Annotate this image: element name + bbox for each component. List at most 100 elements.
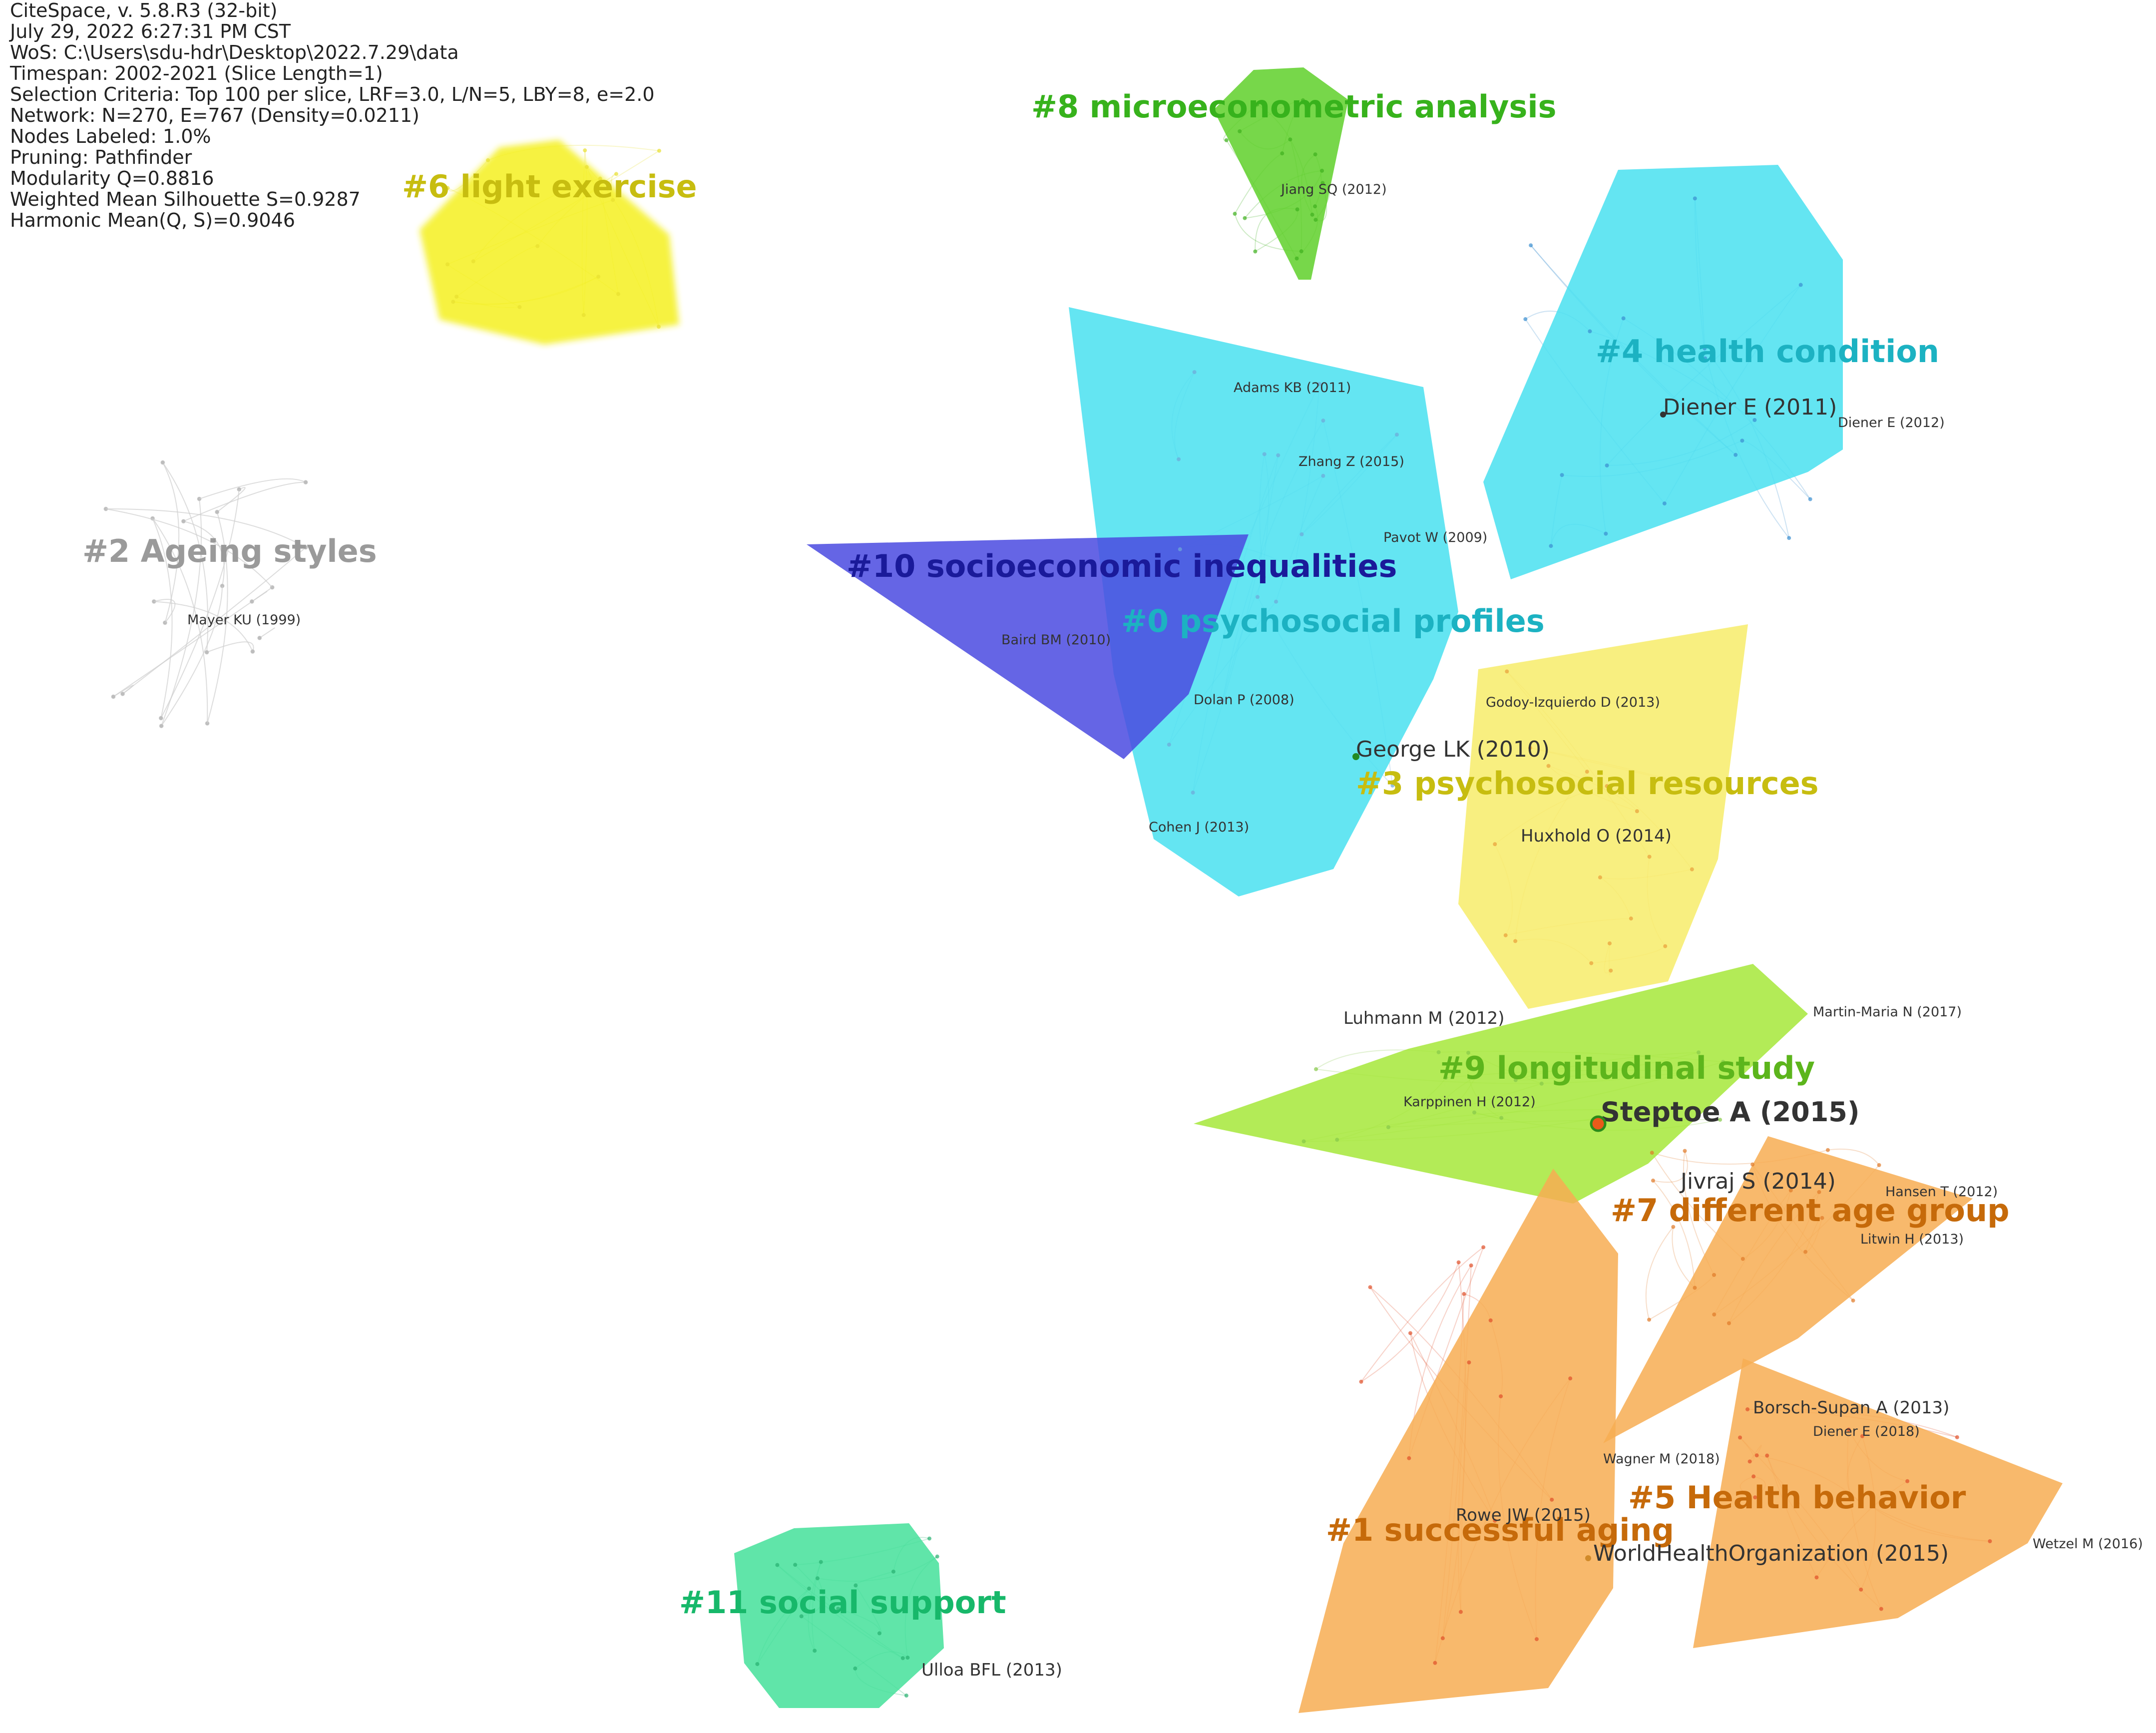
node-label: WorldHealthOrganization (2015)	[1593, 1541, 1949, 1566]
network-node	[1585, 770, 1589, 774]
network-node	[1513, 1078, 1518, 1082]
node-label: Jiang SQ (2012)	[1280, 182, 1387, 197]
network-node	[1549, 544, 1553, 548]
info-line: Weighted Mean Silhouette S=0.9287	[10, 188, 361, 210]
network-node	[614, 172, 618, 176]
network-node	[249, 599, 254, 604]
network-node	[1462, 1292, 1466, 1296]
cluster-label-1: #1 successful aging	[1326, 1512, 1674, 1548]
network-link	[162, 462, 209, 653]
network-node	[1568, 1376, 1573, 1381]
network-node	[1473, 1074, 1478, 1079]
network-node	[1505, 669, 1509, 674]
network-node	[807, 1586, 811, 1591]
network-node	[111, 694, 116, 699]
network-node	[1320, 181, 1325, 185]
node-label: Zhang Z (2015)	[1298, 454, 1404, 469]
network-node	[1745, 1407, 1750, 1411]
node-label: Baird BM (2010)	[1001, 632, 1111, 648]
network-node	[1503, 933, 1508, 937]
network-link	[199, 478, 306, 499]
network-node	[904, 1694, 908, 1698]
network-node	[905, 1656, 910, 1660]
network-node	[1808, 497, 1812, 501]
network-node	[454, 294, 459, 299]
network-link	[207, 511, 228, 724]
network-node	[1513, 939, 1518, 943]
network-node	[1299, 249, 1303, 254]
node-label: Wetzel M (2016)	[2033, 1536, 2143, 1552]
network-node	[257, 635, 262, 640]
network-link	[1653, 1180, 1696, 1288]
network-node	[1671, 1225, 1676, 1229]
network-node	[1650, 1151, 1654, 1155]
network-node	[1860, 1434, 1864, 1438]
network-node	[1255, 102, 1260, 107]
network-link	[152, 518, 208, 724]
node-label: Huxhold O (2014)	[1521, 826, 1672, 846]
network-node	[583, 148, 587, 153]
network-node	[1321, 419, 1325, 423]
network-node	[1726, 1321, 1731, 1325]
network-link	[161, 498, 202, 726]
info-line: CiteSpace, v. 5.8.R3 (32-bit)	[10, 0, 278, 21]
network-node	[535, 244, 540, 248]
network-node	[1467, 1360, 1471, 1365]
network-node	[1879, 1607, 1883, 1611]
network-node	[159, 724, 164, 729]
network-node	[250, 649, 255, 654]
network-node	[1390, 783, 1395, 788]
network-node	[1313, 152, 1317, 157]
node-label: George LK (2010)	[1356, 737, 1550, 762]
network-link	[161, 586, 223, 727]
network-node	[181, 519, 186, 524]
network-node	[1817, 1190, 1821, 1194]
network-node	[927, 1536, 931, 1541]
cluster-hull-10	[807, 534, 1249, 759]
network-node	[1905, 1479, 1910, 1483]
network-node	[1262, 452, 1267, 456]
network-node	[853, 1666, 858, 1671]
cluster-label-6: #6 light exercise	[402, 168, 697, 205]
cluster-label-2: #2 Ageing styles	[82, 533, 377, 569]
network-node	[1693, 196, 1697, 201]
network-node	[1851, 1299, 1855, 1303]
network-node	[1663, 944, 1668, 948]
node-label: Borsch-Supan A (2013)	[1753, 1398, 1949, 1418]
network-node	[1534, 1637, 1539, 1642]
network-link	[206, 641, 254, 653]
network-node	[303, 480, 308, 485]
network-node	[1814, 1575, 1819, 1580]
node-label: Dolan P (2008)	[1194, 692, 1294, 708]
node-labels-medium: Huxhold O (2014) Luhmann M (2012) Borsch…	[921, 826, 1949, 1680]
cluster-label-3: #3 psychosocial resources	[1356, 765, 1819, 802]
network-node	[1546, 764, 1551, 768]
network-node	[1798, 283, 1803, 287]
network-node	[775, 1563, 780, 1567]
network-node	[1690, 867, 1694, 871]
network-node	[1588, 329, 1592, 334]
node-label: Karppinen H (2012)	[1403, 1094, 1536, 1110]
network-node	[471, 259, 475, 264]
network-node	[1693, 1286, 1697, 1290]
node-label: Litwin H (2013)	[1860, 1232, 1964, 1247]
network-node	[1469, 1263, 1473, 1268]
node-george	[1352, 753, 1359, 760]
network-node	[1178, 547, 1182, 551]
node-label: Adams KB (2011)	[1234, 380, 1351, 396]
network-node	[1955, 1435, 1959, 1439]
network-node	[1635, 809, 1639, 814]
network-node	[1256, 595, 1260, 599]
network-node	[1589, 961, 1594, 965]
network-node	[1703, 356, 1708, 361]
node-labels-large: Diener E (2011) George LK (2010) Jivraj …	[1356, 395, 1949, 1566]
cluster-hull-4	[1483, 165, 1843, 579]
network-node	[1752, 418, 1757, 423]
network-node	[755, 1662, 760, 1666]
network-node	[1321, 473, 1325, 478]
network-node	[1394, 433, 1399, 437]
cluster-hull-3	[1458, 624, 1748, 1009]
cluster-hull-5	[1693, 1358, 2063, 1648]
network-node	[1733, 452, 1738, 457]
cluster-labels: #6 light exercise #8 microeconometric an…	[82, 88, 2010, 1621]
